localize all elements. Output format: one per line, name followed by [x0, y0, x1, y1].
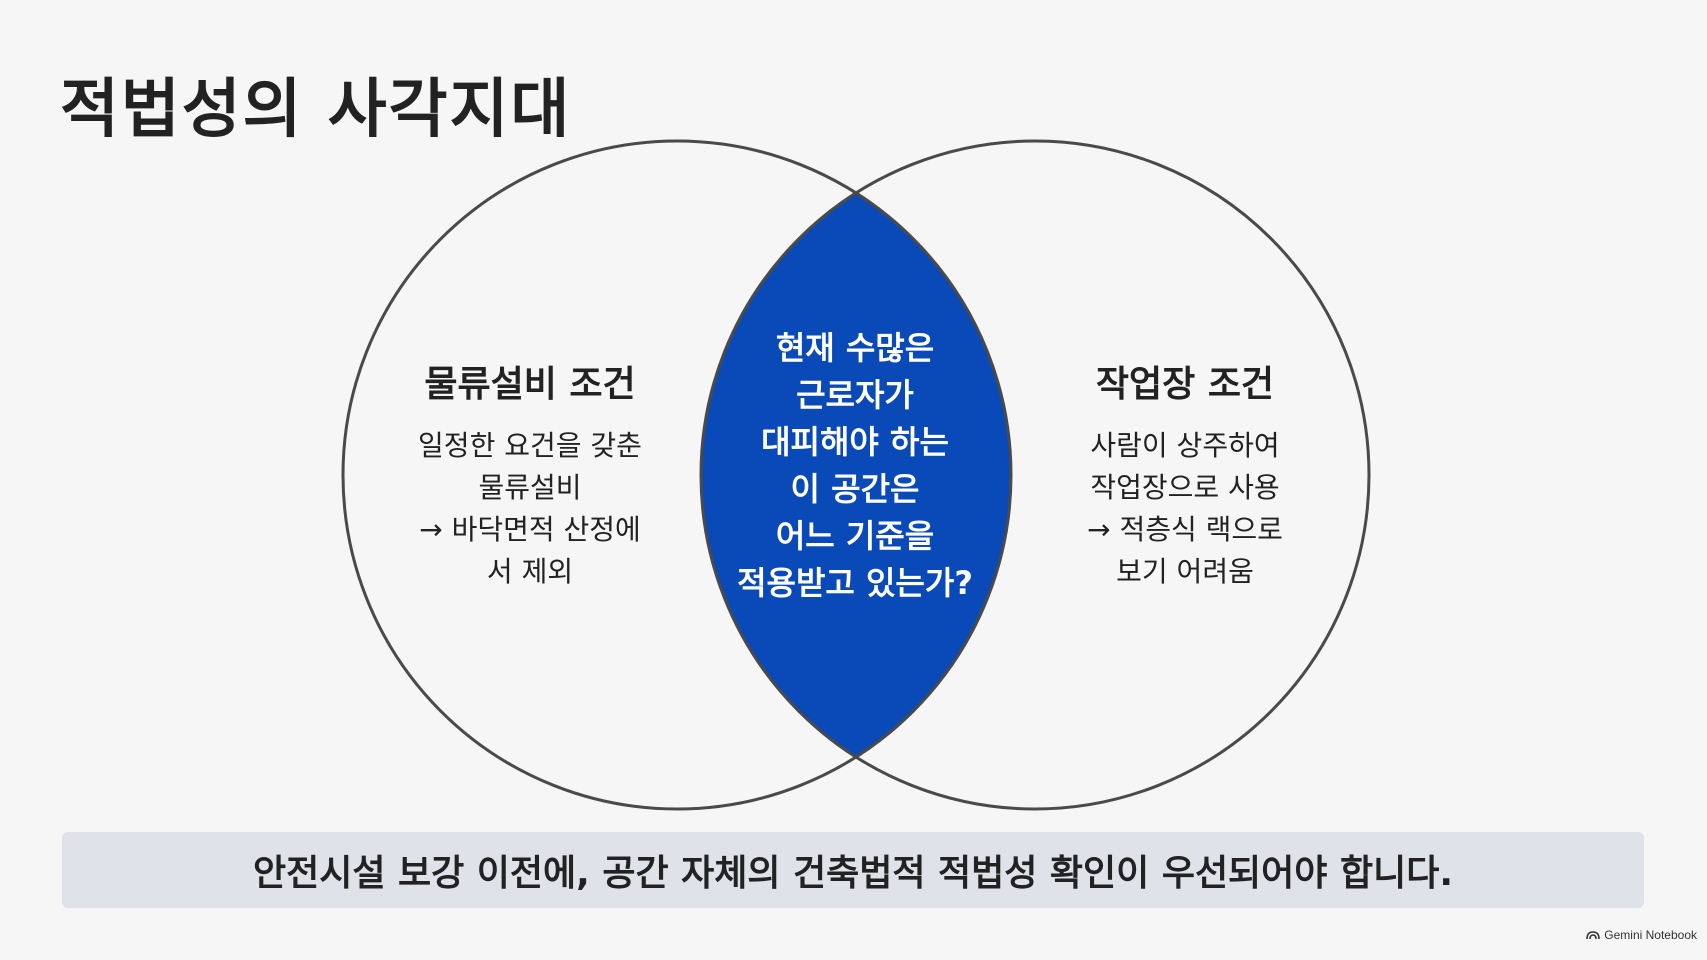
left-circle-heading: 물류설비 조건 [424, 364, 636, 405]
intersection-line: 적용받고 있는가? [737, 564, 973, 602]
left-circle [341, 139, 1013, 811]
conclusion-text: 안전시설 보강 이전에, 공간 자체의 건축법적 적법성 확인이 우선되어야 합… [253, 853, 1453, 894]
right-circle-line: 사람이 상주하여 [1090, 429, 1280, 462]
right-circle [699, 139, 1371, 811]
intersection-line: 어느 기준을 [775, 517, 935, 555]
right-circle-line: 보기 어려움 [1116, 555, 1254, 588]
left-circle-line: 일정한 요건을 갖춘 [418, 429, 642, 462]
page-title: 적법성의 사각지대 [60, 73, 572, 147]
left-circle-line: 물류설비 [478, 471, 582, 504]
conclusion-banner: 안전시설 보강 이전에, 공간 자체의 건축법적 적법성 확인이 우선되어야 합… [62, 832, 1644, 908]
left-circle-content: 물류설비 조건 일정한 요건을 갖춘 물류설비 → 바닥면적 산정에 서 제외 [360, 355, 700, 593]
right-circle-heading: 작업장 조건 [1095, 364, 1275, 405]
right-circle-content: 작업장 조건 사람이 상주하여 작업장으로 사용 → 적층식 랙으로 보기 어려… [1015, 355, 1355, 593]
intersection-line: 근로자가 [796, 376, 914, 414]
gemini-notebook-logo-icon [1586, 930, 1601, 939]
left-circle-line: → 바닥면적 산정에 [419, 513, 641, 546]
intersection-line: 이 공간은 [790, 470, 920, 508]
intersection-line: 대피해야 하는 [761, 423, 949, 461]
right-circle-line: 작업장으로 사용 [1090, 471, 1280, 504]
right-circle-line: → 적층식 랙으로 [1087, 513, 1283, 546]
intersection-fill [701, 141, 1011, 809]
intersection-line: 현재 수많은 [775, 329, 935, 367]
brand-watermark: Gemini Notebook [1586, 928, 1697, 942]
intersection-content: 현재 수많은 근로자가 대피해야 하는 이 공간은 어느 기준을 적용받고 있는… [705, 325, 1005, 607]
left-circle-line: 서 제외 [486, 555, 574, 588]
brand-label: Gemini Notebook [1604, 928, 1697, 942]
